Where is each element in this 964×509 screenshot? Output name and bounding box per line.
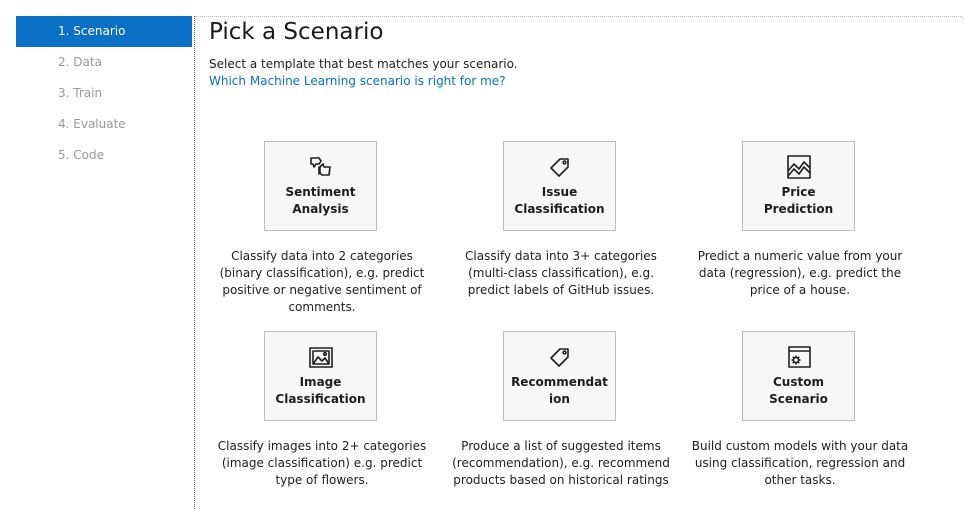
scenario-title: Sentiment Analysis [285,185,356,216]
step-train[interactable]: 3. Train [58,86,103,100]
thumbs-icon [309,157,331,176]
header-rule [195,16,963,17]
scenario-description-recommendation: Produce a list of suggested items (recom… [452,439,670,487]
page-subtitle: Select a template that best matches your… [209,57,518,71]
scenario-title: Custom Scenario [769,375,828,406]
image-icon [308,347,333,368]
chart-icon [786,155,811,179]
step-evaluate[interactable]: 4. Evaluate [58,117,126,131]
scenario-description-issue-classification: Classify data into 3+ categories (multi-… [465,249,657,297]
gear-window-icon [787,346,811,368]
step-data[interactable]: 2. Data [58,55,102,69]
scenario-card-recommendation[interactable]: Recommendation [503,331,616,421]
scenario-title: Recommendation [511,375,608,406]
scenario-card-price-prediction[interactable]: Price Prediction [742,141,855,231]
scenario-card-sentiment-analysis[interactable]: Sentiment Analysis [264,141,377,231]
scenario-description-custom-scenario: Build custom models with your data using… [691,439,909,487]
scenario-description-image-classification: Classify images into 2+ categories (imag… [217,439,427,487]
tag-icon [549,158,569,177]
scenario-card-image-classification[interactable]: Image Classification [264,331,377,421]
scenario-card-issue-classification[interactable]: Issue Classification [503,141,616,231]
page-title: Pick a Scenario [209,19,384,45]
scenario-description-sentiment-analysis: Classify data into 2 categories (binary … [219,249,425,314]
scenario-title: Image Classification [275,375,366,406]
scenario-description-price-prediction: Predict a numeric value from your data (… [697,249,903,297]
step-code[interactable]: 5. Code [58,148,104,162]
scenario-title: Price Prediction [763,185,834,216]
scenario-card-custom-scenario[interactable]: Custom Scenario [742,331,855,421]
step-scenario[interactable]: 1. Scenario [16,16,192,47]
sidebar-divider [194,16,195,509]
scenario-title: Issue Classification [514,185,605,216]
tag-icon [549,348,569,367]
wizard-steps: 1. Scenario 2. Data 3. Train 4. Evaluate… [16,16,192,171]
scenario-help-link[interactable]: Which Machine Learning scenario is right… [209,74,506,88]
